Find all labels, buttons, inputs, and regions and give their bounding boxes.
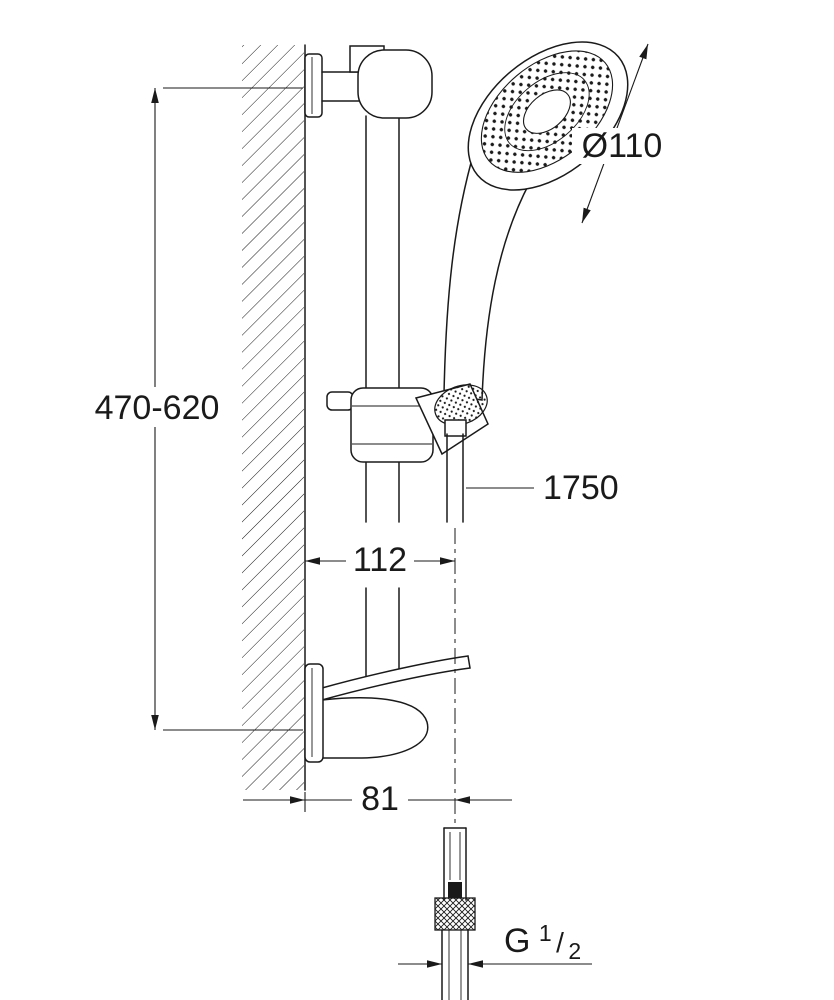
handle-connector [434, 384, 488, 426]
dim-rail-projection: 81 [243, 780, 512, 818]
bottom-escutcheon [304, 663, 324, 763]
bracket-shelf [321, 655, 471, 701]
dim-rail-mounting-height: 470-620 [76, 87, 303, 731]
bottom-wall-bracket [304, 655, 471, 763]
shower-rail [365, 115, 400, 677]
dim-diameter-label: Ø110 [582, 127, 663, 165]
hose-nut [444, 419, 467, 437]
glide-element [326, 383, 489, 463]
dim-thread-label: G 1 / 2 [504, 920, 581, 964]
dim-head-diameter: Ø110 [572, 43, 676, 224]
top-wall-bracket [304, 45, 433, 119]
thread-denominator: 2 [568, 938, 581, 964]
bracket-body [321, 697, 429, 759]
dim-hose-length: 1750 [466, 469, 619, 507]
wall-hatching [242, 45, 304, 790]
thread-numerator: 1 [539, 920, 552, 946]
dim-holder-projection: 112 [305, 541, 455, 580]
head-center-cap [523, 89, 571, 134]
top-escutcheon [304, 53, 323, 118]
hose-connector [434, 827, 476, 1000]
dim-height-label: 470-620 [95, 389, 220, 427]
dim-height-label-mask [76, 387, 238, 427]
dim-hose-label: 1750 [543, 469, 619, 507]
top-joint-cap [357, 49, 433, 119]
release-button [326, 391, 354, 411]
knurled-nut [434, 897, 476, 931]
dim-81-label-mask [352, 782, 408, 818]
dim-112-label: 112 [353, 541, 407, 579]
seal-band [448, 882, 462, 898]
dim-diameter-label-mask [572, 128, 676, 164]
shower-hose [446, 433, 464, 523]
dim-81-label: 81 [361, 780, 399, 818]
wall [242, 44, 306, 791]
dim-112-label-mask [346, 542, 414, 580]
dim-thread: G 1 / 2 [398, 920, 592, 968]
thread-prefix: G [504, 922, 530, 960]
thread-slash: / [556, 927, 564, 958]
